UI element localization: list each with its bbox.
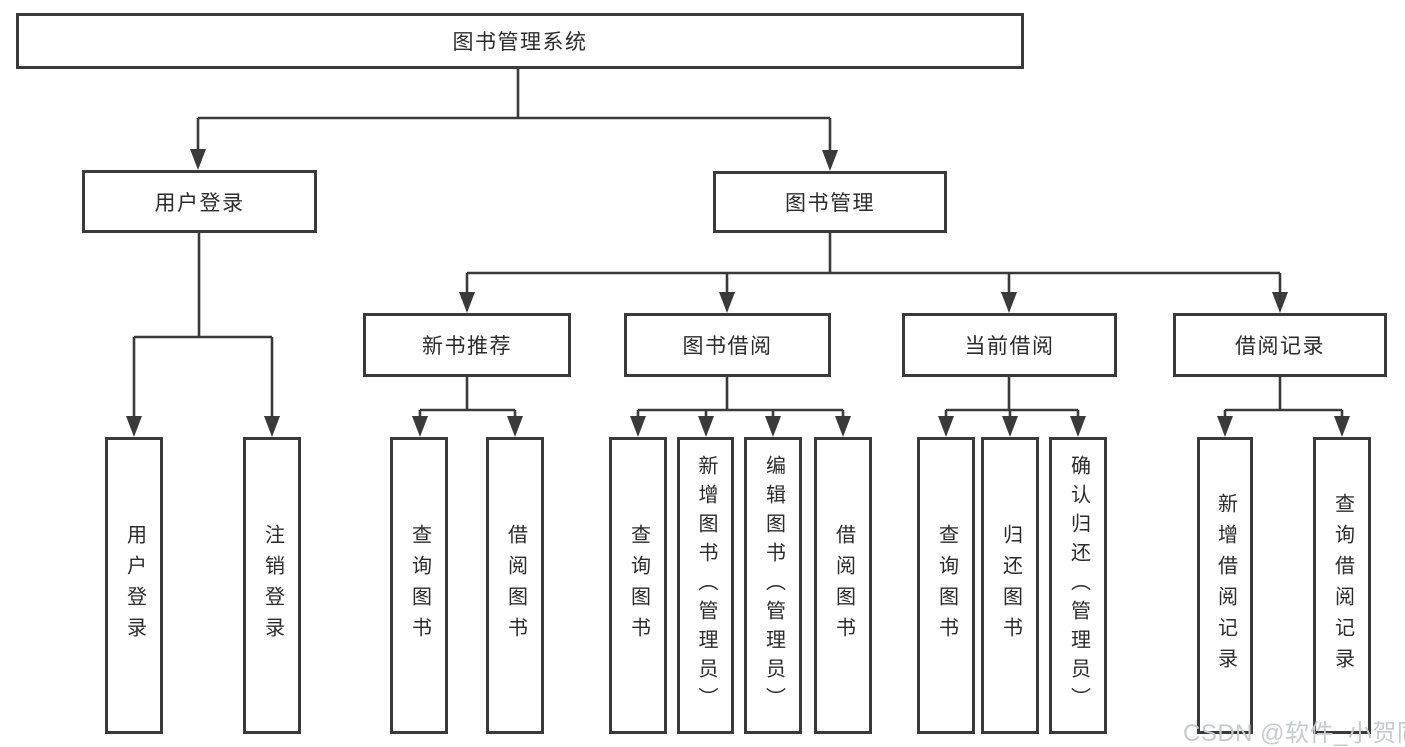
leaf-add-borrow-record: 新增借阅记录 — [1197, 437, 1253, 734]
node-label: 新增借阅记录 — [1214, 492, 1237, 679]
leaf-query-books-current: 查询图书 — [917, 437, 975, 734]
node-label: 注销登录 — [261, 523, 284, 648]
arrowhead-icons — [126, 149, 1350, 437]
csdn-watermark: CSDN @软件_小贺同学 — [1183, 720, 1405, 747]
node-book-borrowing: 图书借阅 — [624, 313, 831, 377]
leaf-edit-books-admin: 编辑图书（管理员） — [744, 437, 802, 734]
node-label: 当前借阅 — [964, 335, 1055, 358]
node-borrow-records: 借阅记录 — [1173, 313, 1387, 377]
node-label: 用户登录 — [154, 191, 245, 215]
node-label: 归还图书 — [999, 523, 1022, 648]
leaf-query-borrow-record: 查询借阅记录 — [1313, 437, 1371, 734]
node-current-borrowing: 当前借阅 — [902, 313, 1117, 377]
node-label: 查询图书 — [408, 523, 431, 648]
node-label: 借阅记录 — [1235, 335, 1325, 358]
leaf-query-books-borrowing: 查询图书 — [609, 437, 667, 734]
leaf-logout: 注销登录 — [243, 437, 301, 734]
node-label: 编辑图书（管理员） — [762, 455, 785, 716]
leaf-return-books: 归还图书 — [981, 437, 1039, 734]
leaf-user-login: 用户登录 — [105, 437, 163, 734]
node-label: 用户登录 — [123, 523, 146, 648]
node-label: 确认归还（管理员） — [1067, 455, 1090, 716]
node-label: 新书推荐 — [422, 335, 512, 358]
leaf-query-books-recommend: 查询图书 — [390, 437, 448, 734]
leaf-confirm-return-admin: 确认归还（管理员） — [1049, 437, 1107, 734]
node-label: 图书管理系统 — [452, 31, 588, 54]
node-label: 借阅图书 — [832, 523, 855, 648]
leaf-add-books-admin: 新增图书（管理员） — [677, 437, 734, 734]
node-label: 借阅图书 — [504, 523, 527, 648]
leaf-borrow-books-recommend: 借阅图书 — [486, 437, 544, 734]
node-label: 新增图书（管理员） — [695, 455, 717, 716]
node-library-system: 图书管理系统 — [16, 13, 1024, 69]
node-label: 查询图书 — [627, 523, 650, 648]
node-new-book-recommend: 新书推荐 — [363, 313, 571, 377]
leaf-borrow-books: 借阅图书 — [814, 437, 872, 734]
node-user-login: 用户登录 — [82, 170, 317, 233]
node-label: 查询借阅记录 — [1331, 492, 1354, 679]
node-label: 图书管理 — [785, 192, 875, 215]
node-label: 图书借阅 — [682, 335, 773, 358]
node-book-management: 图书管理 — [713, 171, 947, 233]
node-label: 查询图书 — [935, 523, 958, 648]
